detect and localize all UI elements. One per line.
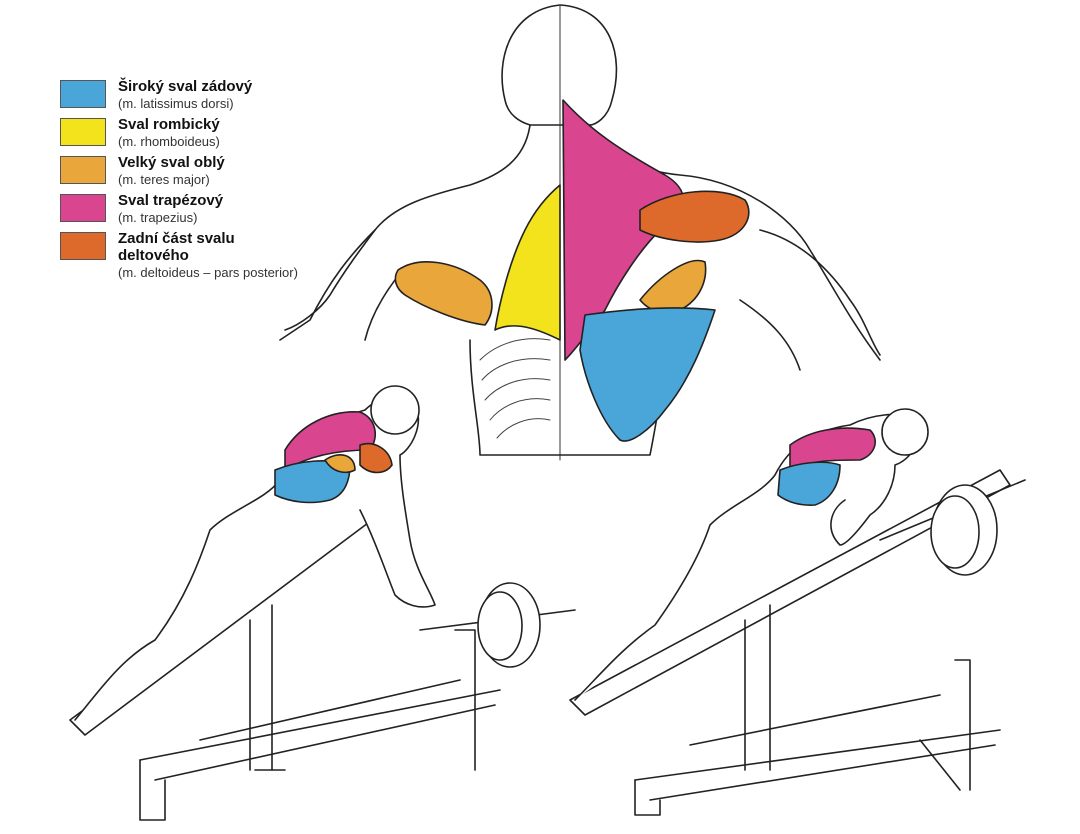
teres-major-left	[395, 262, 492, 325]
legend-swatch	[60, 232, 106, 260]
legend-latin: (m. latissimus dorsi)	[118, 96, 234, 111]
legend-latin: (m. teres major)	[118, 172, 210, 187]
legend-latin: (m. deltoideus – pars posterior)	[118, 265, 298, 280]
legend-latin: (m. rhomboideus)	[118, 134, 220, 149]
legend-latin: (m. trapezius)	[118, 210, 198, 225]
back-anatomy-view	[280, 5, 880, 460]
right-arm	[740, 230, 880, 370]
left-arm	[285, 230, 395, 340]
teres-major-right	[640, 261, 706, 313]
head-right	[882, 409, 928, 455]
ribs	[480, 339, 550, 438]
legend-name: Zadní část svalu deltového	[118, 230, 235, 264]
legend-item-rhomboid: Sval rombický (m. rhomboideus)	[60, 116, 300, 150]
legend-swatch	[60, 80, 106, 108]
left-deltoid	[360, 444, 392, 473]
head-left	[371, 386, 419, 434]
legend-name: Sval rombický	[118, 116, 220, 133]
legend-swatch	[60, 194, 106, 222]
head	[502, 5, 616, 125]
legend-swatch	[60, 156, 106, 184]
left-latissimus	[275, 461, 350, 503]
barbell-right	[880, 480, 1025, 575]
left-teres	[325, 455, 355, 473]
deltoid-muscle	[640, 191, 749, 242]
legend-name: Široký sval zádový	[118, 78, 253, 95]
legend-item-trapezius: Sval trapézový (m. trapezius)	[60, 192, 300, 226]
legend-item-deltoid: Zadní část svalu deltového (m. deltoideu…	[60, 230, 300, 281]
legend-swatch	[60, 118, 106, 146]
legend-name: Sval trapézový	[118, 192, 224, 209]
legend-item-teres: Velký sval oblý (m. teres major)	[60, 154, 300, 188]
latissimus-muscle	[580, 308, 715, 441]
barbell-left	[420, 583, 575, 667]
legend: Široký sval zádový (m. latissimus dorsi)…	[60, 78, 300, 285]
legend-name: Velký sval oblý	[118, 154, 225, 171]
body-left	[75, 396, 435, 720]
left-trapezius	[285, 412, 375, 470]
right-latissimus	[778, 462, 840, 505]
start-position-figure	[70, 386, 575, 820]
end-position-figure	[570, 409, 1025, 815]
rhomboid-muscle	[495, 185, 560, 340]
legend-item-latissimus: Široký sval zádový (m. latissimus dorsi)	[60, 78, 300, 112]
